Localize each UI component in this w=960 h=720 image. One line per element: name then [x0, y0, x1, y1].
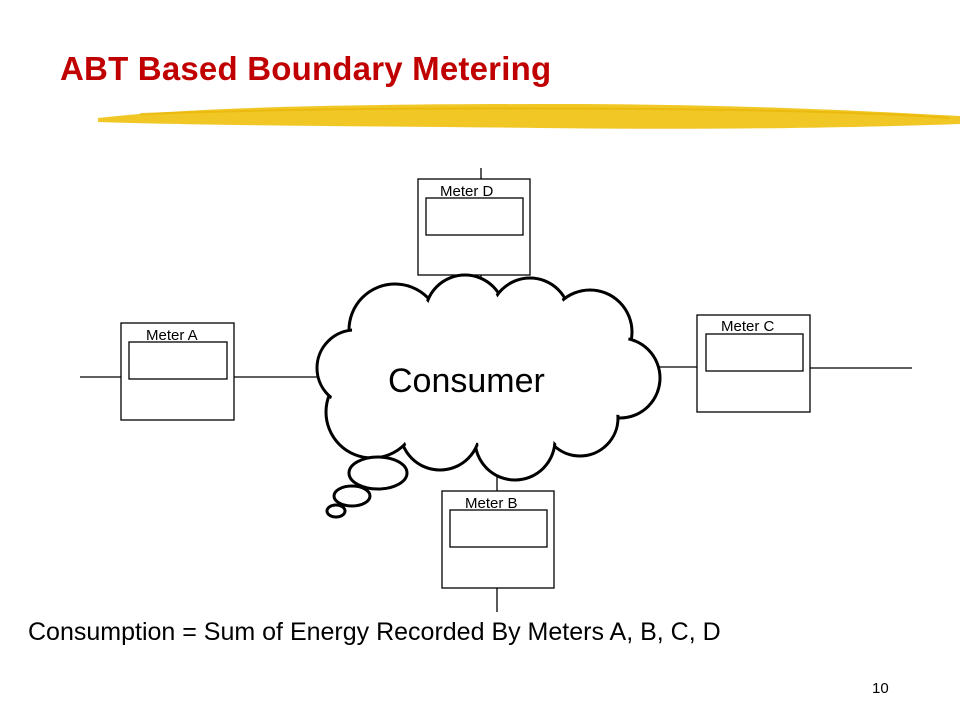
meter-c-display: [705, 333, 804, 372]
meter-d-display: [425, 197, 524, 236]
meter-a-display: [128, 341, 228, 380]
meter-d-label: Meter D: [440, 183, 494, 200]
thought-bubble-large: [347, 455, 409, 491]
consumption-formula: Consumption = Sum of Energy Recorded By …: [28, 618, 721, 646]
meter-b: Meter B: [441, 490, 555, 589]
meter-a: Meter A: [120, 322, 235, 421]
meter-b-label: Meter B: [465, 495, 518, 512]
title-underline: [98, 104, 960, 129]
consumer-label: Consumer: [388, 362, 545, 400]
thought-bubble-medium: [332, 484, 372, 508]
slide-title: ABT Based Boundary Metering: [60, 50, 552, 87]
meter-d: Meter D: [417, 178, 531, 276]
slide-number: 10: [872, 680, 889, 697]
meter-a-label: Meter A: [146, 327, 198, 344]
thought-bubble-small: [325, 503, 347, 519]
meter-c-label: Meter C: [721, 318, 775, 335]
meter-b-display: [449, 509, 548, 548]
consumer-cloud: [315, 273, 662, 519]
meter-c: Meter C: [696, 314, 811, 413]
